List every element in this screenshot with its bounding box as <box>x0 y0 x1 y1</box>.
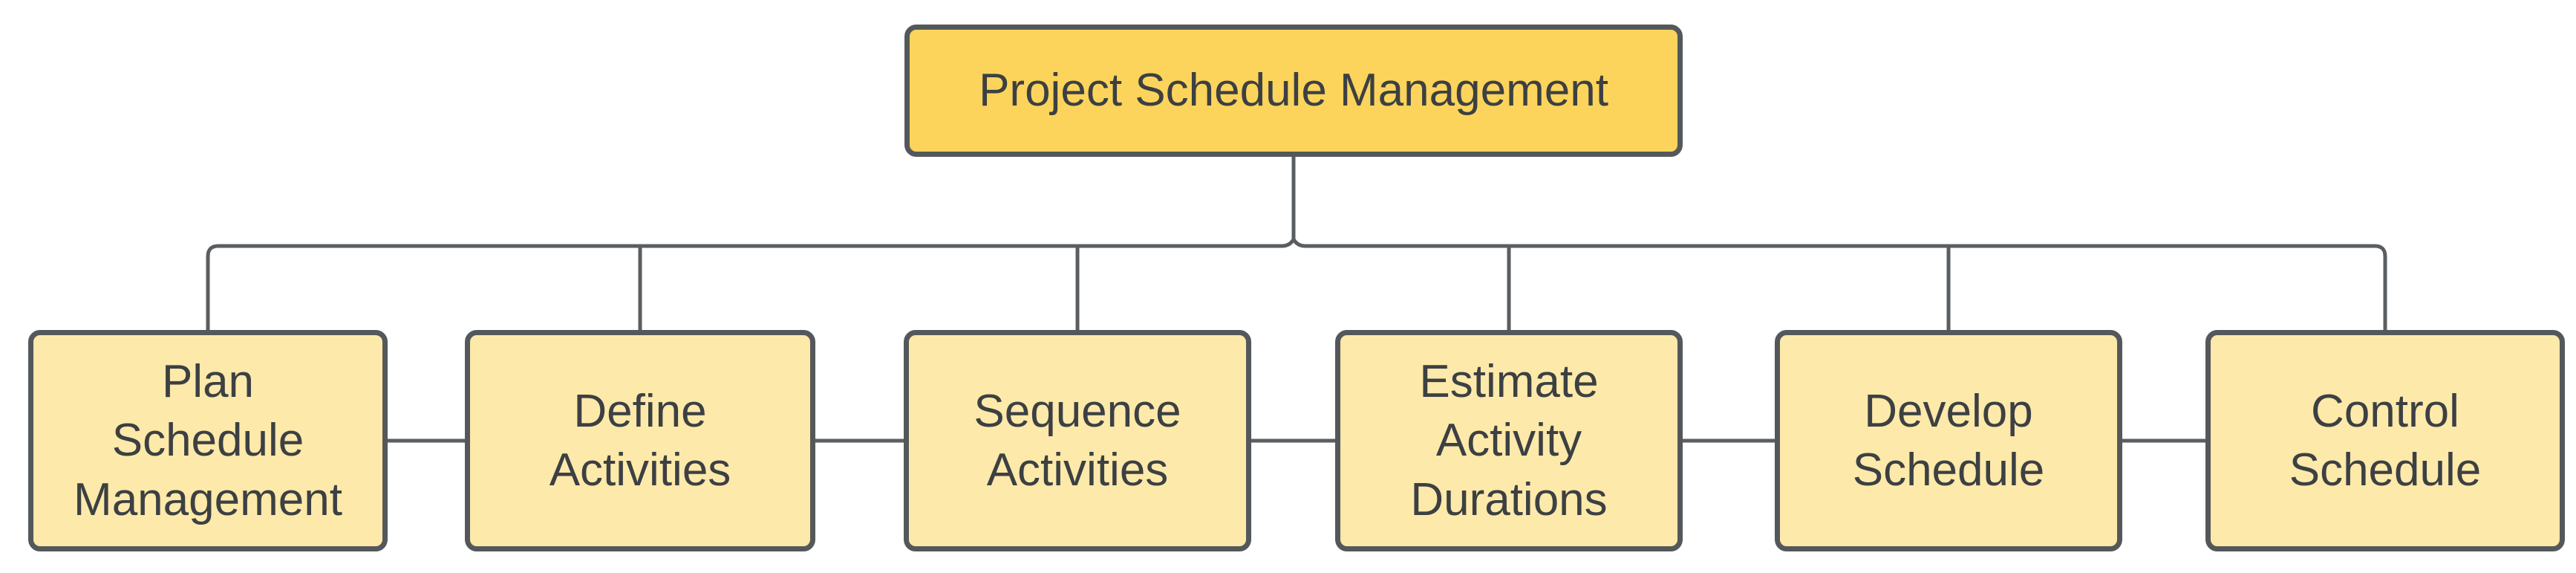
connector-trunk <box>206 235 2387 331</box>
node-estimate-activity-durations: Estimate Activity Durations <box>1335 330 1683 551</box>
node-label: Control Schedule <box>2289 385 2482 496</box>
node-control-schedule: Control Schedule <box>2205 330 2565 551</box>
node-sequence-activities: Sequence Activities <box>904 330 1251 551</box>
node-label: Define Activities <box>549 385 731 496</box>
node-label: Plan Schedule Management <box>74 355 342 525</box>
node-define-activities: Define Activities <box>465 330 815 551</box>
node-label: Estimate Activity Durations <box>1410 355 1608 525</box>
node-plan-schedule-management: Plan Schedule Management <box>28 330 388 551</box>
node-label: Sequence Activities <box>974 385 1181 496</box>
node-label: Project Schedule Management <box>979 65 1608 117</box>
node-label: Develop Schedule <box>1852 385 2045 496</box>
node-project-schedule-management: Project Schedule Management <box>904 25 1683 157</box>
node-develop-schedule: Develop Schedule <box>1775 330 2122 551</box>
